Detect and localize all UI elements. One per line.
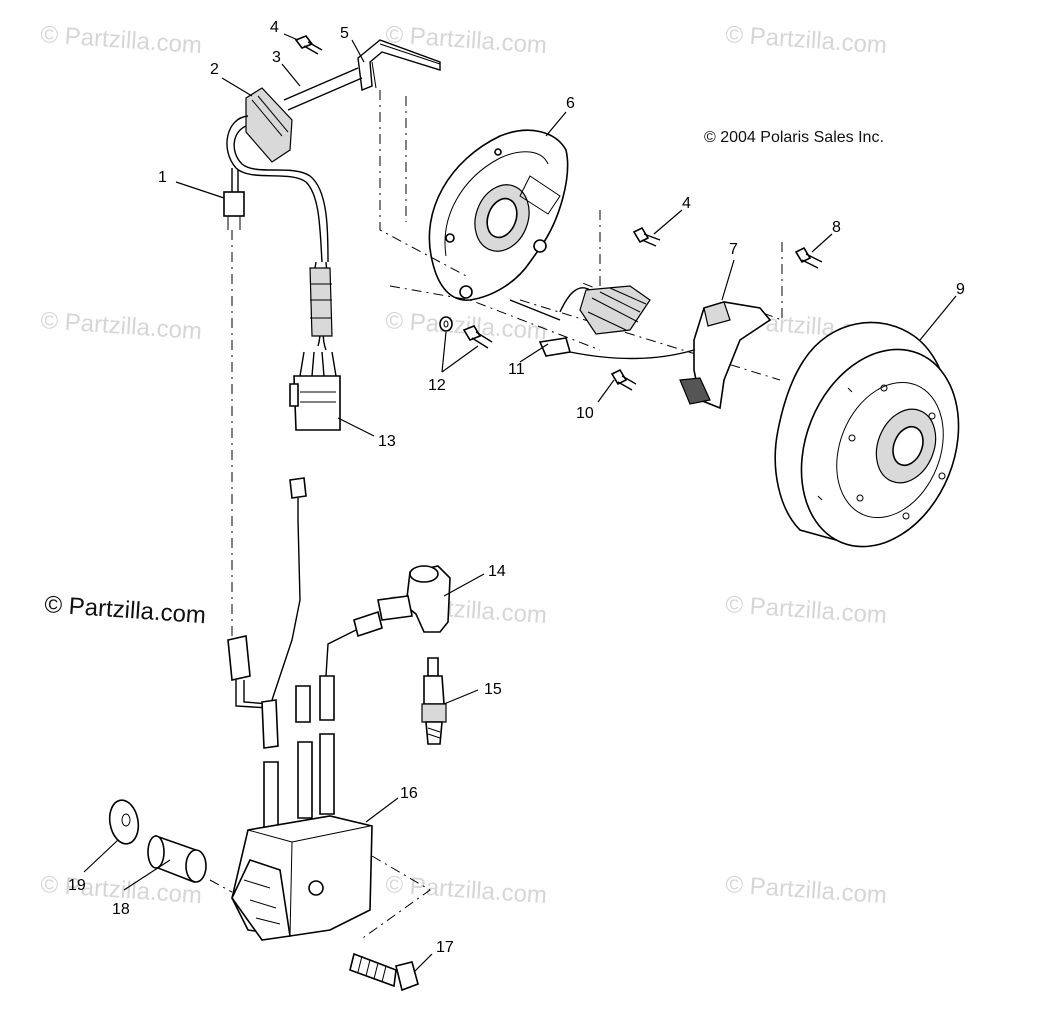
connector-1: [223, 168, 245, 230]
callout-5: 5: [340, 25, 349, 42]
watermark-3: © Partzilla.com: [725, 21, 888, 59]
watermark-8: © Partzilla.com: [725, 591, 888, 629]
bolt-4-mid: [632, 226, 661, 247]
bolt-4-top: [294, 35, 323, 55]
spark-plug-cap-14: [325, 565, 451, 677]
callout-13: 13: [378, 433, 396, 450]
callout-3: 3: [272, 49, 281, 66]
callout-4-mid: 4: [682, 195, 691, 212]
callout-numbers: 1 2 3 4 5 6 4 7 8 9 10 11 12 13 14 15 16…: [68, 19, 965, 956]
watermarks: © Partzilla.com © Partzilla.com © Partzi…: [40, 21, 888, 909]
pulser-coil-7: [569, 301, 772, 410]
callout-15: 15: [484, 681, 502, 698]
callout-11: 11: [508, 361, 525, 378]
watermark-1: © Partzilla.com: [40, 21, 203, 59]
watermark-5: © Partzilla.com: [385, 307, 548, 345]
callout-6: 6: [566, 95, 575, 112]
callout-16: 16: [400, 785, 418, 802]
callout-10: 10: [576, 405, 594, 422]
spacer-18: [147, 834, 207, 884]
washer-19: [108, 799, 140, 845]
lighting-coil-11: [509, 285, 651, 357]
callout-4-top: 4: [270, 19, 279, 36]
callout-2: 2: [210, 61, 219, 78]
callout-1: 1: [158, 169, 167, 186]
flywheel-9: [774, 321, 960, 548]
ignition-wire: [227, 477, 335, 749]
leader-lines: [83, 33, 957, 973]
wire-harness: [223, 35, 441, 640]
watermark-10: © Partzilla.com: [385, 871, 548, 909]
watermark-main: © Partzilla.com: [44, 591, 207, 629]
callout-12: 12: [428, 377, 446, 394]
bolt-17: [349, 952, 419, 992]
watermark-11: © Partzilla.com: [725, 871, 888, 909]
callout-19: 19: [68, 877, 86, 894]
bolt-10: [610, 368, 637, 391]
harness-wire-loop: [226, 115, 329, 263]
copyright-text: © 2004 Polaris Sales Inc.: [704, 129, 884, 146]
watermark-4: © Partzilla.com: [40, 307, 203, 345]
bolt-8: [794, 246, 823, 269]
callout-17: 17: [436, 939, 454, 956]
callout-8: 8: [832, 219, 841, 236]
callout-7: 7: [729, 241, 738, 258]
bracket-5: [357, 39, 441, 91]
ignition-coil-16: [231, 733, 431, 941]
stator-plate-6: [428, 129, 569, 301]
spark-plug-15: [421, 657, 447, 745]
connector-13: [289, 375, 341, 431]
callout-14: 14: [488, 563, 506, 580]
cable-3: [283, 67, 363, 111]
callout-9: 9: [956, 281, 965, 298]
washer-bolt-12: [439, 316, 493, 349]
callout-18: 18: [112, 901, 130, 918]
